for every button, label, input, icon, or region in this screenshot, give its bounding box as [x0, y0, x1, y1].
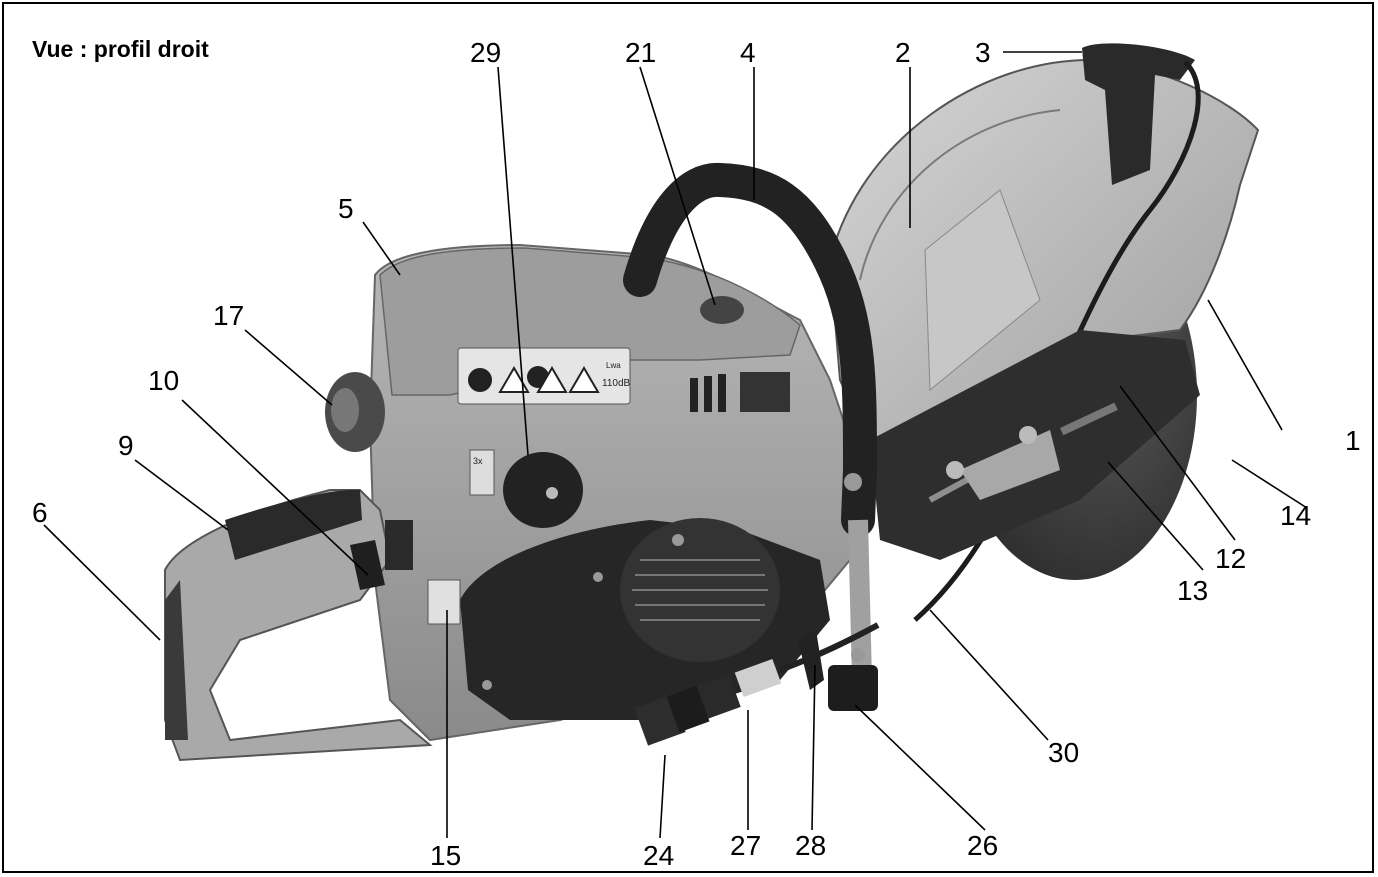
callout-13: 13 — [1177, 575, 1208, 606]
callout-10: 10 — [148, 365, 179, 396]
throttle-trigger — [350, 540, 385, 590]
cooling-vents — [690, 372, 790, 412]
callout-24: 24 — [643, 840, 674, 871]
callout-21: 21 — [625, 37, 656, 68]
rear-vent — [385, 520, 413, 570]
figure-title: Vue : profil droit — [32, 36, 209, 62]
front-handle-base — [828, 665, 878, 711]
callout-30: 30 — [1048, 737, 1079, 768]
callout-15: 15 — [430, 840, 461, 871]
callout-12: 12 — [1215, 543, 1246, 574]
callout-6: 6 — [32, 497, 48, 528]
noise-level-sublabel: Lwa — [606, 361, 621, 370]
guard-handle — [1082, 43, 1195, 186]
fuel-cap — [325, 372, 385, 452]
callout-14: 14 — [1280, 500, 1311, 531]
callout-9: 9 — [118, 430, 134, 461]
callout-27: 27 — [730, 830, 761, 861]
rear-decal — [427, 579, 461, 625]
callout-4: 4 — [740, 37, 756, 68]
choke-decal — [469, 449, 495, 496]
callout-5: 5 — [338, 193, 354, 224]
callout-1: 1 — [1345, 425, 1361, 456]
callout-17: 17 — [213, 300, 244, 331]
water-hose — [913, 60, 1201, 622]
leader-lines — [43, 51, 1308, 839]
choke-knob — [503, 452, 583, 528]
water-connector — [634, 685, 710, 746]
choke-decal-label: 3x — [473, 456, 483, 466]
noise-level-label: 110dB — [602, 378, 631, 389]
callout-26: 26 — [967, 830, 998, 861]
callout-28: 28 — [795, 830, 826, 861]
callout-3: 3 — [975, 37, 991, 68]
front-handle — [623, 162, 878, 537]
decompression-valve — [700, 296, 744, 324]
callout-29: 29 — [470, 37, 501, 68]
callout-2: 2 — [895, 37, 911, 68]
